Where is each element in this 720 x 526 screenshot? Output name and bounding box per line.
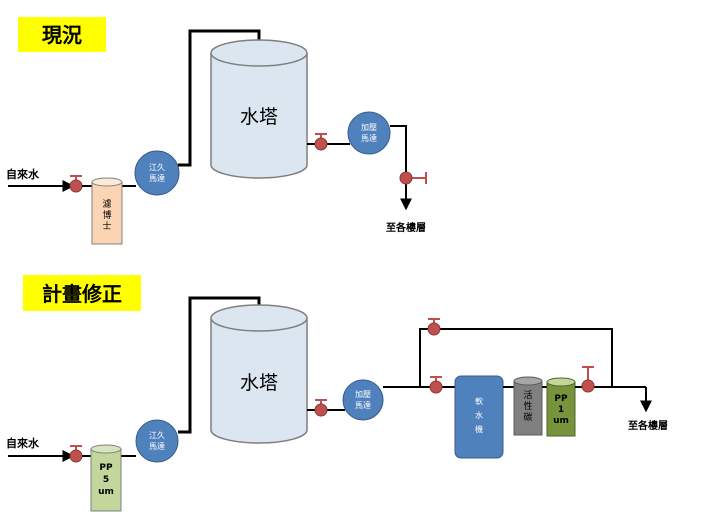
planned-filter-line2: 5 [103, 475, 109, 485]
planned-softener-char-2: 水 [475, 410, 483, 420]
planned-filter2-line2: 1 [558, 405, 564, 415]
current-valve-1 [69, 175, 83, 193]
current-title-box [18, 17, 106, 52]
planned-filter2-line3: um [553, 416, 569, 426]
current-filter-char-1: 濾 [102, 198, 111, 210]
planned-pump2-line2: 馬達 [355, 400, 371, 410]
current-water-in-label: 自來水 [6, 167, 40, 181]
current-section: 現況 自來水 濾 博 士 江久 馬達 [6, 17, 427, 245]
planned-tower-label: 水塔 [240, 372, 278, 394]
planned-carbon-char-3: 碳 [523, 411, 532, 423]
current-pump-2: 加壓 馬達 [347, 111, 391, 155]
planned-bypass-valve [427, 318, 441, 336]
planned-pump-1: 江久 馬達 [135, 419, 179, 463]
planned-title-box [23, 275, 141, 311]
planned-filter-line3: um [98, 487, 114, 497]
current-pump1-line2: 馬達 [149, 173, 165, 183]
current-valve-2 [314, 133, 328, 151]
planned-filter2-line1: PP [554, 394, 568, 404]
planned-filter-pp5: PP 5 um [90, 444, 122, 512]
planned-valve-3 [429, 376, 443, 394]
planned-pump2-line1: 加壓 [355, 389, 371, 399]
planned-water-tower: 水塔 [210, 304, 308, 444]
current-pump-1: 江久 馬達 [134, 150, 180, 196]
current-filter-char-2: 博 [102, 209, 111, 221]
planned-pump-2: 加壓 馬達 [342, 379, 384, 421]
planned-filter-pp1: PP 1 um [546, 377, 576, 437]
current-filter: 濾 博 士 [91, 177, 123, 245]
planned-water-in-label: 自來水 [6, 436, 40, 450]
planned-filter-line1: PP [99, 463, 113, 473]
current-outlet-label: 至各樓層 [386, 221, 426, 234]
planned-outlet-label: 至各樓層 [628, 419, 668, 432]
planned-valve-2 [314, 399, 328, 417]
planned-softener: 軟 水 機 [454, 375, 504, 459]
planned-softener-char-1: 軟 [475, 396, 483, 406]
current-water-tower: 水塔 [210, 39, 308, 179]
planned-pump1-line1: 江久 [149, 430, 165, 440]
planned-carbon-char-2: 性 [523, 400, 532, 412]
planned-valve-4 [581, 366, 595, 393]
planned-carbon-filter: 活 性 碳 [513, 376, 543, 436]
current-tower-label: 水塔 [240, 106, 278, 128]
current-pump2-line1: 加壓 [361, 122, 377, 132]
current-filter-char-3: 士 [102, 220, 111, 232]
current-pump2-line2: 馬達 [361, 133, 377, 143]
current-pump1-line1: 江久 [149, 162, 165, 172]
planned-softener-char-3: 機 [475, 424, 483, 434]
planned-pump1-line2: 馬達 [149, 441, 165, 451]
planned-valve-1 [69, 445, 83, 463]
current-title: 現況 [42, 23, 82, 47]
planned-carbon-char-1: 活 [523, 389, 532, 401]
planned-section: 計畫修正 自來水 PP 5 um 江久 馬達 [6, 275, 668, 512]
planned-title: 計畫修正 [42, 282, 122, 306]
current-valve-3 [399, 171, 427, 185]
